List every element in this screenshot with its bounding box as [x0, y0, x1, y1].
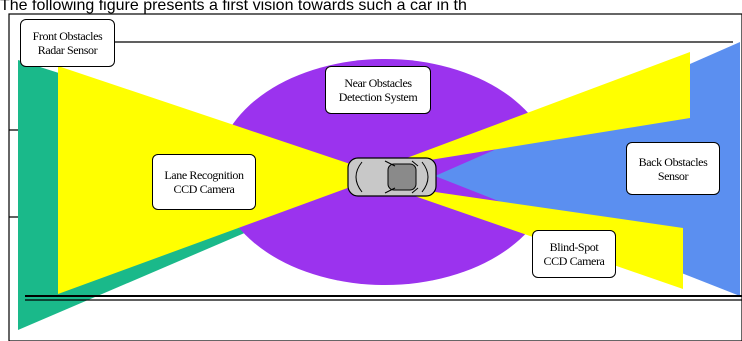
near-obstacles-label-line-2: Detection System — [338, 90, 418, 104]
car-icon — [347, 157, 437, 197]
blind-spot-label-line-2: CCD Camera — [543, 254, 605, 268]
back-obstacles-label: Back Obstacles Sensor — [626, 142, 720, 195]
blind-spot-label-line-1: Blind-Spot — [549, 240, 599, 254]
figure-frame — [8, 13, 742, 341]
near-obstacles-label-line-1: Near Obstacles — [344, 76, 412, 90]
blind-spot-label: Blind-Spot CCD Camera — [532, 230, 616, 278]
front-radar-label-line-1: Front Obstacles — [32, 29, 103, 43]
near-obstacles-label: Near Obstacles Detection System — [325, 66, 431, 114]
front-radar-label: Front Obstacles Radar Sensor — [20, 19, 115, 67]
rear-camera-beam-upper — [380, 52, 690, 168]
figure-caption: The following figure presents a first vi… — [0, 0, 467, 14]
lane-recognition-label: Lane Recognition CCD Camera — [152, 154, 256, 210]
back-obstacles-label-line-1: Back Obstacles — [638, 154, 708, 169]
lane-recognition-label-line-2: CCD Camera — [173, 182, 235, 196]
lane-recognition-label-line-1: Lane Recognition — [164, 168, 244, 182]
front-radar-label-line-2: Radar Sensor — [37, 43, 98, 57]
back-obstacles-label-line-2: Sensor — [657, 168, 689, 183]
